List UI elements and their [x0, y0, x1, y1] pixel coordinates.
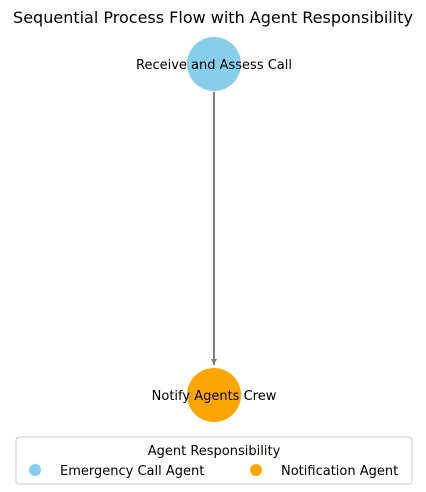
node-label-notify-agents-crew: Notify Agents Crew: [152, 389, 277, 404]
legend: Agent Responsibility Emergency Call Agen…: [15, 436, 413, 485]
node-label-receive-and-assess-call: Receive and Assess Call: [136, 58, 292, 73]
legend-marker-emergency-call-agent: [29, 464, 41, 476]
legend-label-notification-agent: Notification Agent: [281, 464, 398, 479]
legend-frame: [15, 436, 413, 485]
legend-marker-notification-agent: [250, 464, 262, 476]
node-receive-and-assess-call: [187, 37, 241, 91]
legend-title: Agent Responsibility: [148, 444, 281, 459]
node-notify-agents-crew: [187, 368, 241, 422]
legend-label-emergency-call-agent: Emergency Call Agent: [60, 464, 204, 479]
diagram-title: Sequential Process Flow with Agent Respo…: [13, 8, 413, 27]
